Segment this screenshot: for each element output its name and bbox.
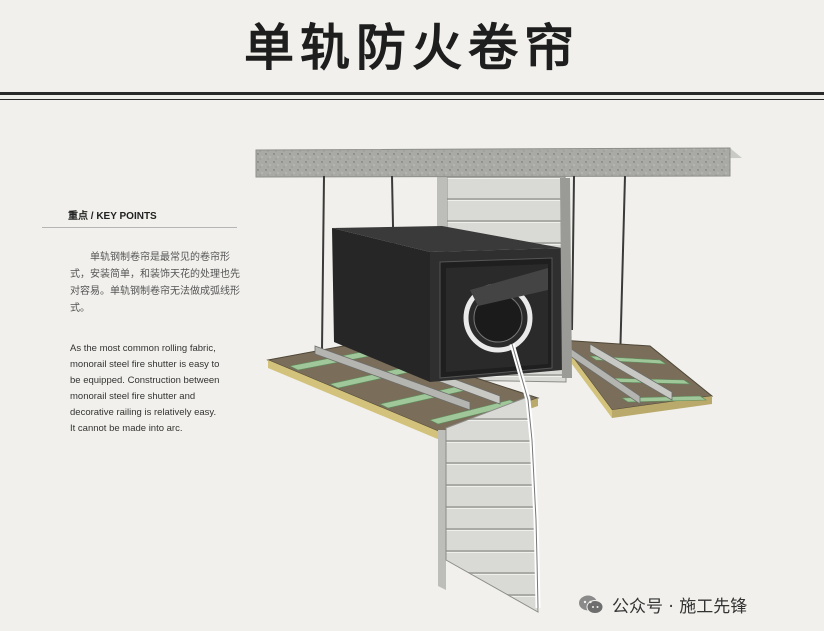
hanger-rod xyxy=(321,175,325,351)
shutter-curtain-lower xyxy=(438,343,541,613)
key-points-divider xyxy=(42,227,237,228)
en-line: decorative railing is relatively easy. xyxy=(70,407,217,418)
watermark-text: 公众号 · 施工先锋 xyxy=(612,597,748,617)
shutter-box xyxy=(332,226,562,382)
guide-rail xyxy=(560,178,572,378)
page-title: 单轨防火卷帘 xyxy=(244,19,580,77)
en-line: As the most common rolling fabric, xyxy=(70,343,216,354)
title-rule-thick xyxy=(0,92,824,95)
en-line: monorail steel fire shutter and xyxy=(70,391,196,402)
key-points-en-text: As the most common rolling fabric, monor… xyxy=(70,341,242,437)
concrete-slab xyxy=(255,147,742,178)
en-line: monorail steel fire shutter is easy to xyxy=(70,359,220,370)
ceiling-board-right xyxy=(558,339,714,418)
en-line: It cannot be made into arc. xyxy=(70,423,183,434)
watermark: 公众号 · 施工先锋 xyxy=(578,592,747,617)
ceiling-board-left xyxy=(266,341,540,440)
wechat-icon xyxy=(579,595,604,614)
title-rule-thin xyxy=(0,99,824,100)
hanger-rod xyxy=(619,175,626,363)
en-line: be equipped. Construction between xyxy=(70,375,220,386)
key-points-heading: 重点 / KEY POINTS xyxy=(68,211,157,222)
key-points-zh-text: 单轨钢制卷帘是最常见的卷帘形式，安装简单，和装饰天花的处理也先对容易。单轨钢制卷… xyxy=(70,252,240,314)
hanger-rod xyxy=(571,175,575,331)
